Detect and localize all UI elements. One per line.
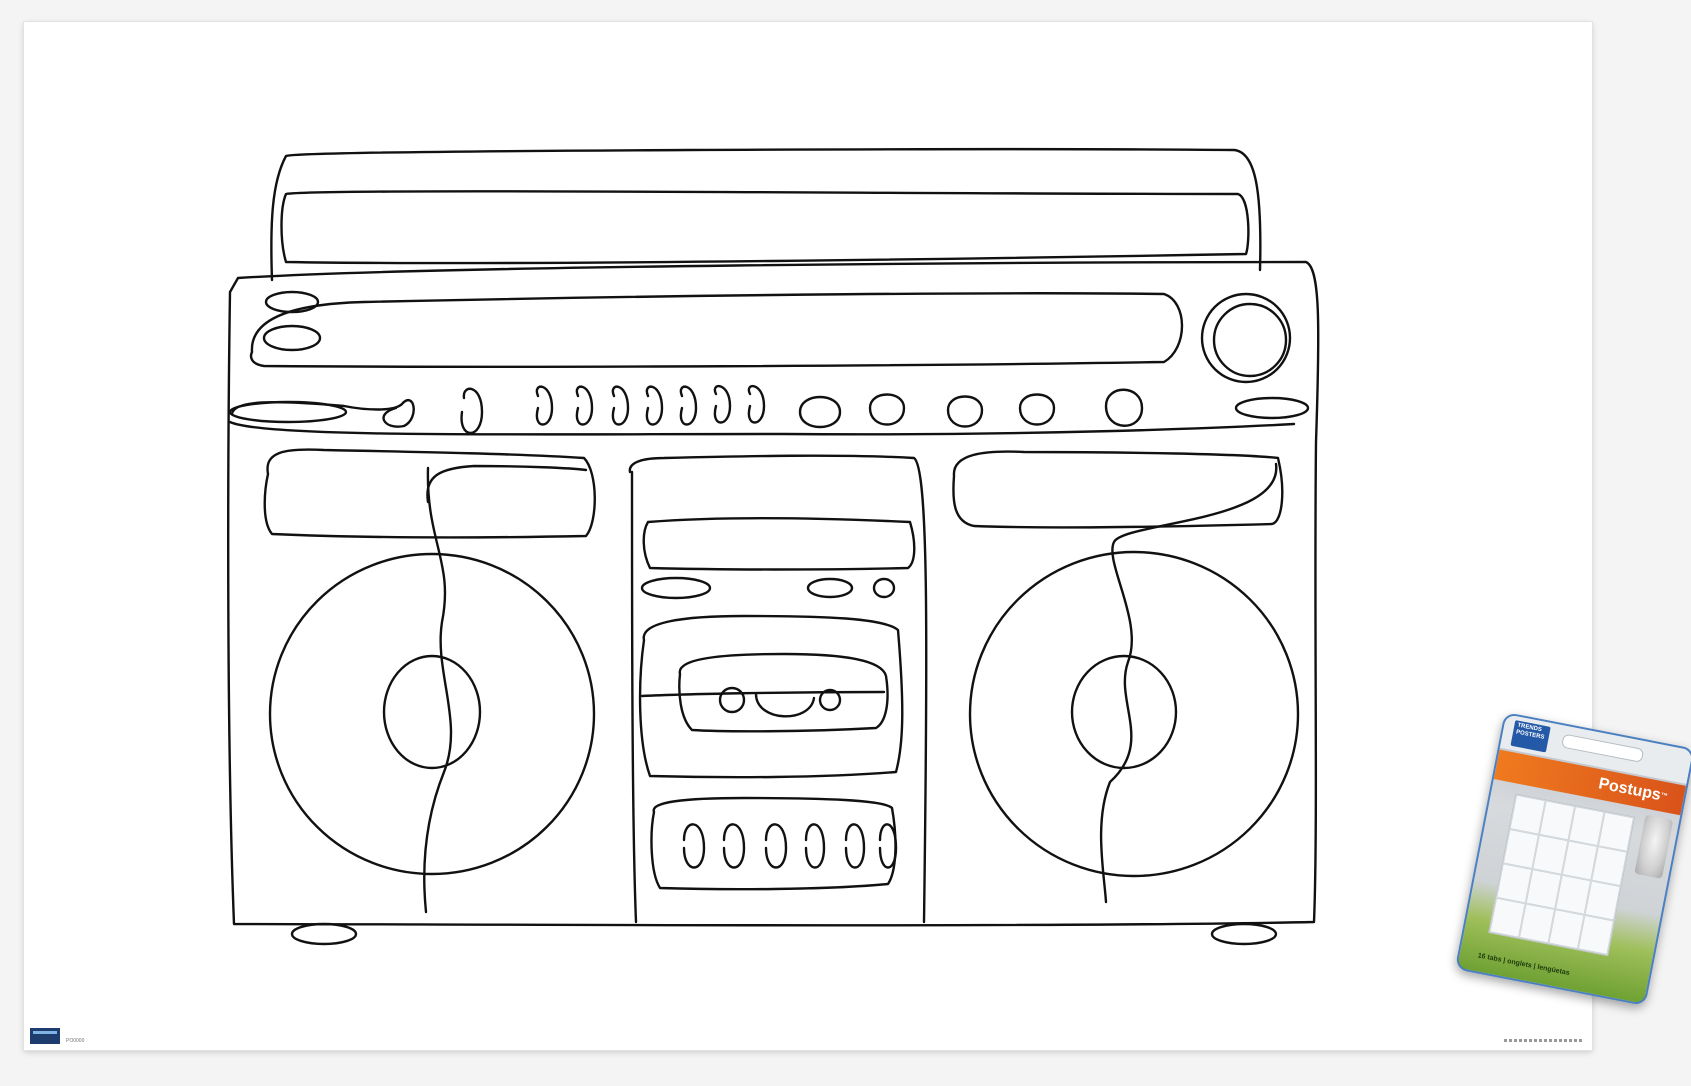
left-slider <box>228 400 348 424</box>
left-speaker-outer <box>268 552 596 876</box>
cassette-reel-right <box>818 688 842 712</box>
right-speaker-cord <box>1099 462 1278 904</box>
package-photo-icon <box>1634 814 1674 879</box>
trends-logo-icon <box>30 1028 60 1044</box>
right-speaker-inner <box>1070 654 1178 770</box>
handle-inner <box>280 190 1250 265</box>
tuner-strip <box>249 292 1184 368</box>
left-inner-panel <box>426 464 588 504</box>
tab <box>1577 914 1614 955</box>
boombox-line-art <box>227 148 1320 946</box>
cassette-reel-left <box>718 686 746 714</box>
cassette-button-mid <box>806 577 854 599</box>
cassette-window-outer <box>638 614 904 779</box>
handle-outline <box>270 148 1262 282</box>
right-slider <box>1234 396 1310 420</box>
product-name: Post <box>1597 775 1635 799</box>
right-foot <box>1210 922 1278 946</box>
cassette-button-left <box>640 576 712 600</box>
copyright-line <box>1504 1039 1584 1042</box>
cassette-column <box>628 454 928 924</box>
footer-code: PO0000 <box>66 1038 85 1044</box>
left-speaker-inner <box>382 654 482 770</box>
right-speaker-outer <box>968 550 1300 878</box>
package-brand-logo: TRENDS POSTERS <box>1510 720 1551 753</box>
cassette-window-inner <box>678 652 889 733</box>
tabs-count-text: 16 tabs | onglets | lengüetas <box>1477 952 1571 977</box>
hang-hole <box>1561 733 1645 763</box>
poster-footer-brand: PO0000 <box>30 1028 84 1044</box>
right-upper-panel <box>952 450 1284 529</box>
left-foot <box>290 922 358 946</box>
trademark: ™ <box>1659 792 1669 801</box>
cassette-reel-link <box>640 690 886 718</box>
tab <box>1591 846 1628 887</box>
left-speaker-cord <box>423 466 453 914</box>
button-row <box>228 385 1296 436</box>
cassette-lower-panel <box>650 796 897 891</box>
top-right-dial-outer <box>1200 292 1292 384</box>
product-name-suffix: ups <box>1631 781 1663 805</box>
top-left-knob-lower <box>262 324 322 352</box>
poster: PO0000 <box>24 22 1592 1050</box>
left-upper-panel <box>263 448 596 539</box>
tab <box>1597 811 1635 852</box>
tab <box>1584 880 1621 921</box>
cassette-top-bar <box>642 517 916 571</box>
top-left-knob-upper <box>264 290 320 314</box>
cassette-lower-keys <box>682 823 898 869</box>
cassette-button-right <box>872 577 896 599</box>
body-outline <box>227 260 1320 927</box>
adhesive-tabs-grid <box>1488 793 1636 957</box>
top-right-dial-inner <box>1212 302 1288 378</box>
